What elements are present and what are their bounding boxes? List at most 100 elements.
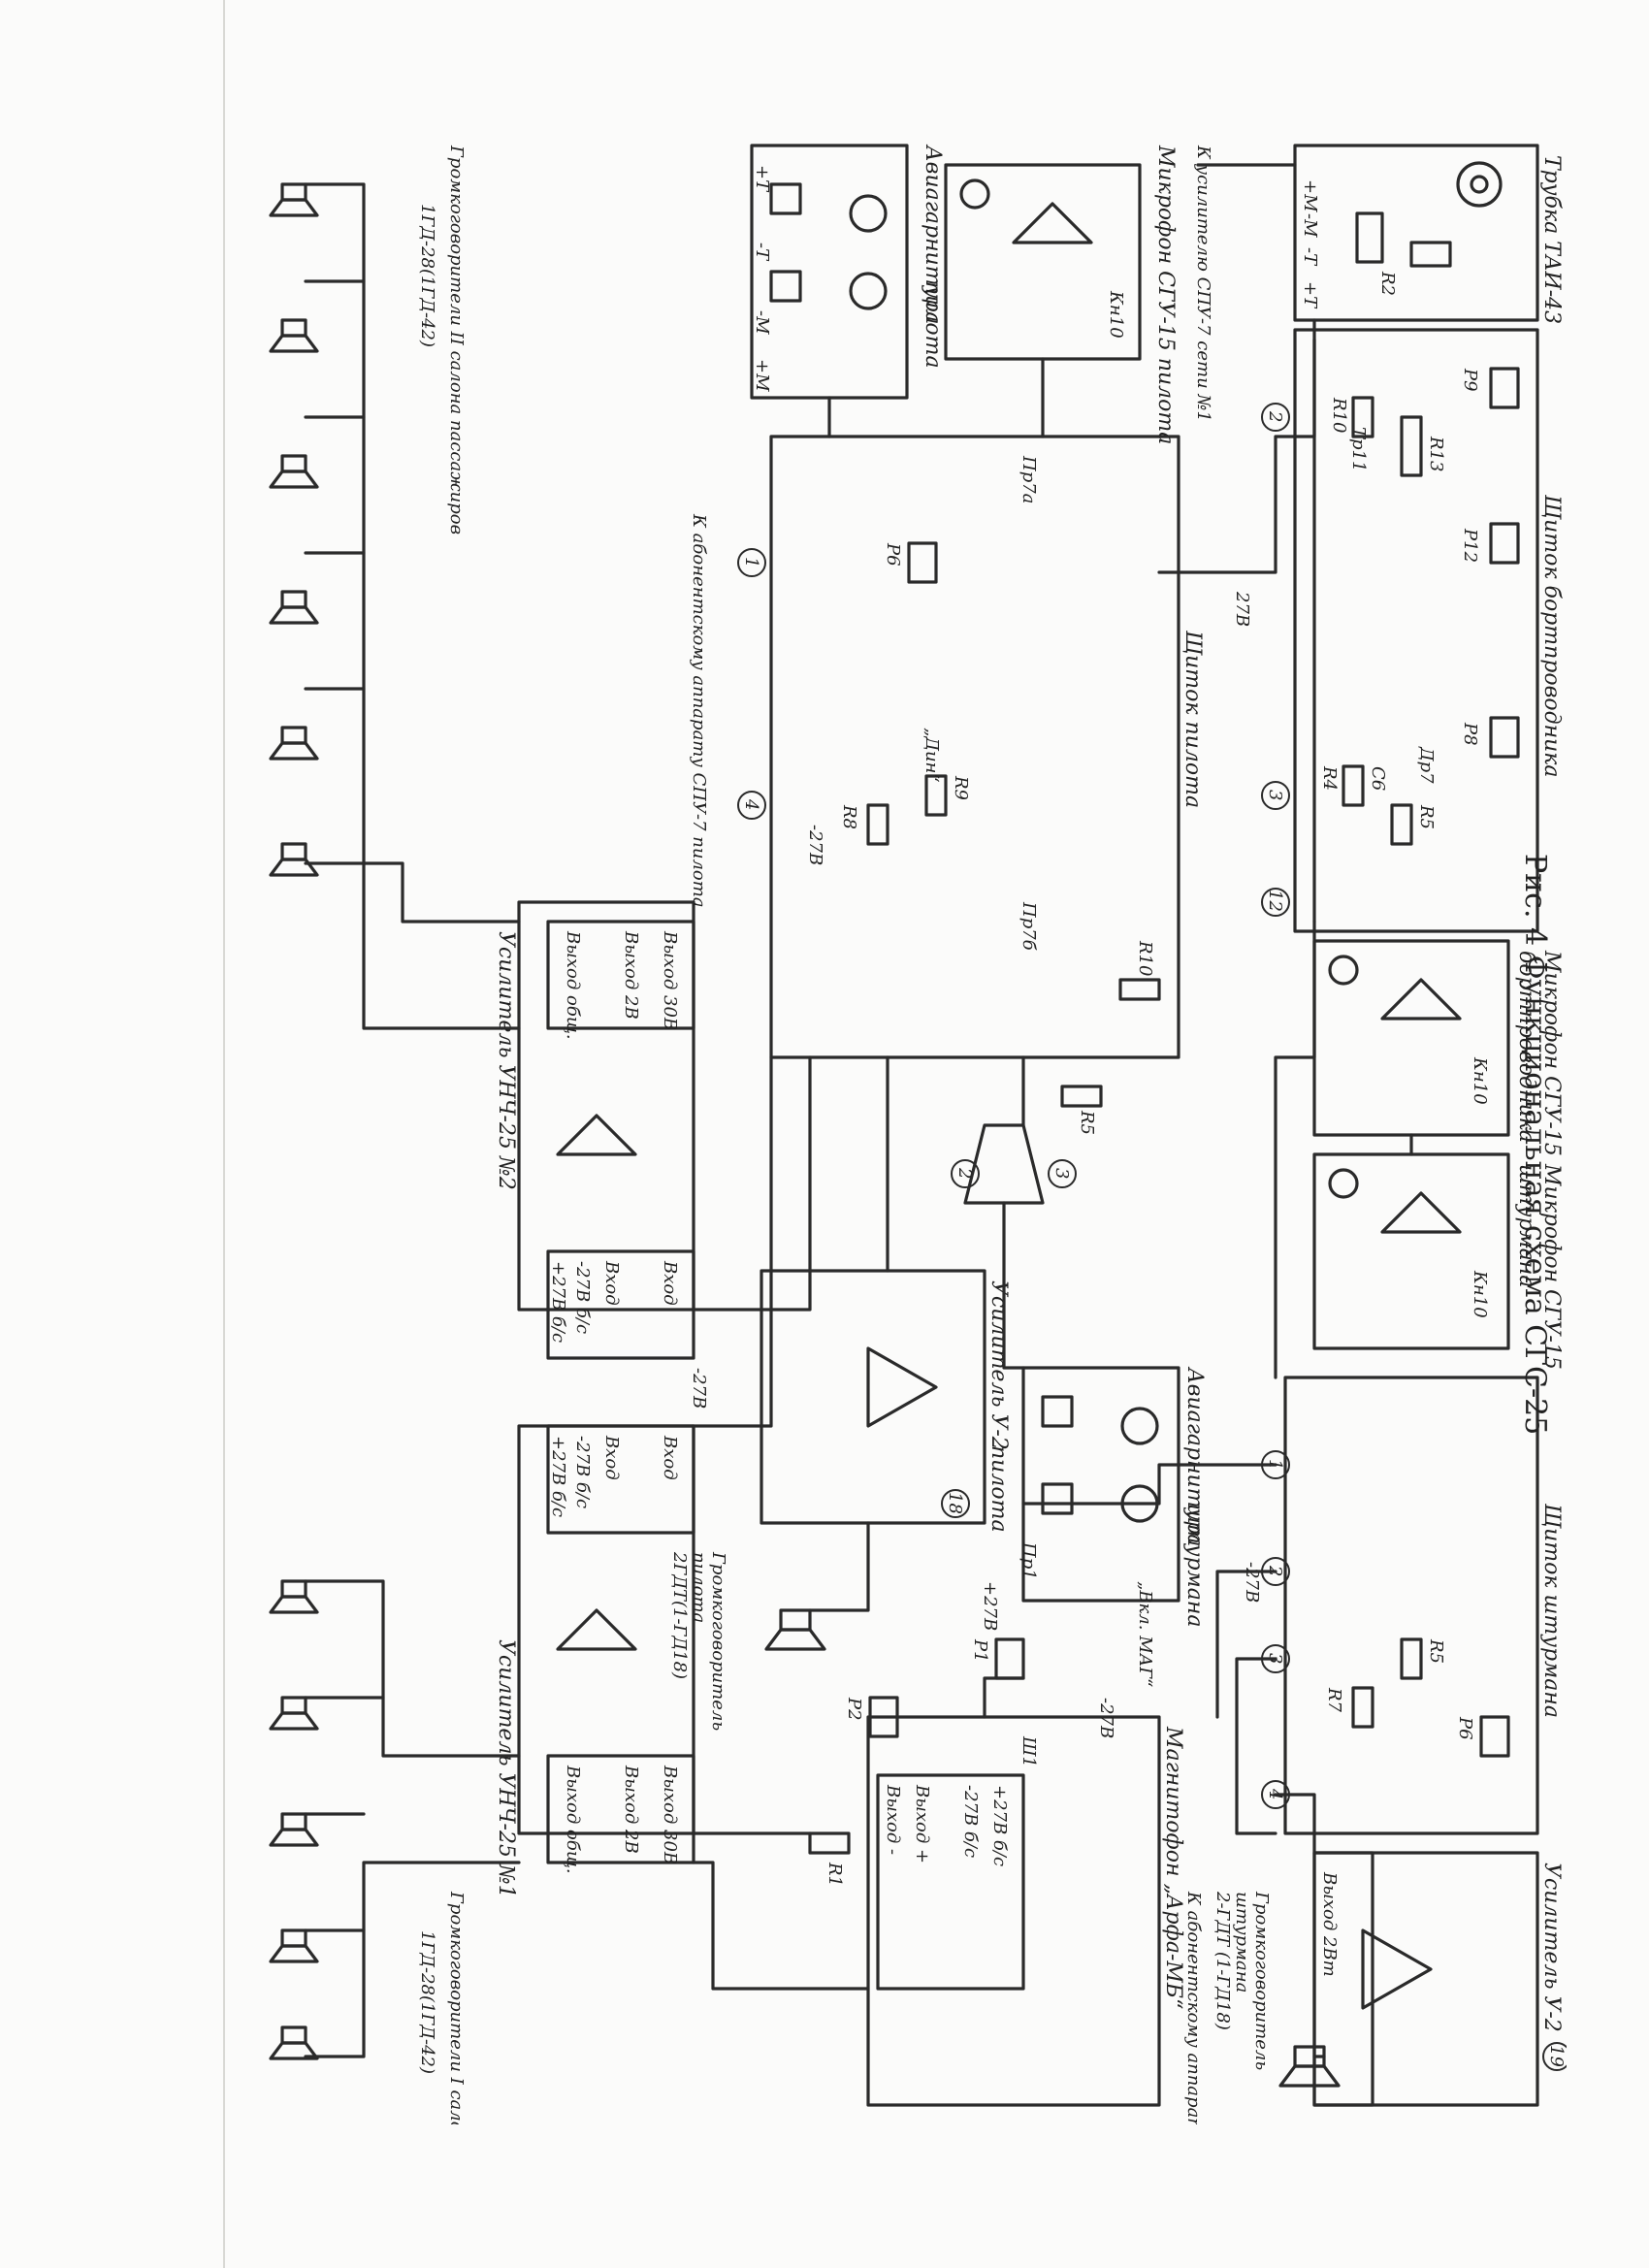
mic-engineer-button: Кн10 — [1470, 1056, 1490, 1105]
block-mic-pilot: Микрофон СГУ-15 пилота Кн10 — [944, 145, 1178, 444]
cap-c6: С6 — [1368, 766, 1388, 791]
relay-p2: Р2 — [844, 1697, 864, 1721]
v27-eng: 27В — [1232, 591, 1252, 627]
unch2-in-row-4: +27В б/с — [548, 1261, 568, 1343]
resistor-r9: R9 — [951, 775, 971, 800]
mic-engineer-title: Микрофон СГУ-15 — [1539, 950, 1564, 1156]
mag-sh1: Ш1 — [1018, 1735, 1039, 1767]
speakers-salon2-title: Громкоговорители II салона пассажиров — [446, 145, 467, 535]
speaker-pilot-model: 2ГДТ(1-ГД18) — [669, 1551, 690, 1679]
block-amp-unch1: Усилитель УНЧ-25 №1 Вход Вход -27В б/с +… — [494, 1424, 695, 1898]
block-speakers-salon1: Громкоговорители I салона пассажиров 1ГД… — [269, 1579, 467, 2124]
choke-dr7: Др7 — [1416, 746, 1437, 784]
figure-caption-wrap: Рис. 4 Функциональная схема СГС-25 — [1513, 854, 1571, 1533]
transformer-tp11: Тр11 — [1348, 427, 1369, 471]
relay-p6-pilot: Р6 — [883, 542, 903, 567]
pilot-dial: „Дин“ — [922, 728, 942, 783]
speaker-pilot-subtitle: пилота — [689, 1552, 709, 1623]
mag-row-3: Выход + — [912, 1784, 932, 1863]
resistor-r5-pilot: R5 — [1077, 1110, 1097, 1135]
block-headset-pilot: Авиагарнитура пилота +Т -Т -М +М — [750, 144, 945, 400]
u2-nav-row-1: Выход 2Вт — [1319, 1871, 1340, 1977]
speakers-salon2-model: 1ГД-28(1ГД-42) — [417, 204, 437, 347]
block-shchitok-engineer: Щиток бортпроводника Р9 R13 Р12 Р8 R4 R5… — [1261, 328, 1564, 933]
note-spu-pilot: К абонентскому аппарату СПУ-7 пилота — [689, 513, 709, 908]
figure-caption: Рис. 4 Функциональная схема СГС-25 — [1518, 854, 1552, 1436]
block-amp-unch2: Усилитель УНЧ-25 №2 Вход Вход -27В б/с +… — [494, 900, 695, 1360]
wiring — [304, 163, 1413, 2058]
mic-engineer-subtitle: бортпроводника — [1514, 951, 1538, 1143]
resistor-r10-eng: R10 — [1329, 397, 1349, 433]
unch1-out-row-2: Выход 2В — [621, 1765, 641, 1854]
u2-navigator-title: Усилитель У-2 — [1539, 1863, 1564, 2032]
pilot-badge-3: 3 — [1051, 1168, 1072, 1179]
u2-pilot-title: Усилитель У-2 — [986, 1280, 1011, 1450]
mic-pilot-title: Микрофон СГУ-15 пилота — [1153, 145, 1178, 444]
minus27-amp: -27В — [689, 1368, 709, 1409]
block-magnetophone: Магнитофон „Арфа-МБ“ Ш1 +27В б/с -27В б/… — [866, 1715, 1185, 2107]
unch2-in-row-2: Вход — [601, 1260, 622, 1306]
block-handset: Трубка ТАИ-43 +М -М -Т +Т R2 — [1293, 144, 1564, 324]
relay-p1: Р1 — [970, 1638, 990, 1663]
shchitok-engineer-title: Щиток бортпроводника — [1539, 494, 1564, 778]
headset-navigator-subtitle: штурмана — [1182, 1504, 1207, 1628]
unch1-in-row-2: Вход — [601, 1435, 622, 1480]
shchitok-navigator-title: Щиток штурмана — [1539, 1503, 1564, 1718]
u2-pilot-badge: 18 — [945, 1492, 965, 1514]
block-speaker-navigator: Громкоговоритель штурмана 2-ГДТ (1-ГД18) — [1212, 1891, 1341, 2088]
resistor-r5-eng: R5 — [1416, 804, 1437, 829]
block-u2-navigator: Усилитель У-2 Выход 2Вт 19 — [1312, 1851, 1567, 2107]
block-u2-pilot: Усилитель У-2 пилота 18 — [760, 1269, 1011, 1533]
handset-title: Трубка ТАИ-43 — [1539, 155, 1564, 324]
minus27-pilot: -27В — [805, 825, 825, 865]
resistor-r13: R13 — [1426, 436, 1446, 471]
mag-row-4: Выход - — [883, 1784, 903, 1855]
block-mag-switch: „Вкл. МАГ“ Пр1 Р1 Р2 R1 — [808, 1541, 1155, 1887]
headset-navigator-title: Авиагарнитура — [1182, 1366, 1207, 1547]
mic-pilot-button: Кн10 — [1106, 290, 1126, 339]
resistor-r8: R8 — [839, 804, 859, 829]
pilot-badge-1: 1 — [741, 557, 761, 567]
hp-pin-3: -М — [752, 310, 772, 335]
unch1-in-row-4: +27В б/с — [548, 1436, 568, 1517]
unch1-out-row-3: Выход общ. — [563, 1765, 583, 1874]
unch1-out-row-1: Выход 30В — [660, 1765, 680, 1864]
headset-pilot-subtitle: пилота — [921, 281, 945, 369]
schematic-svg: Трубка ТАИ-43 +М -М -Т +Т R2 Щиток бортп… — [269, 144, 1567, 2124]
switch-mag-label: „Вкл. МАГ“ — [1135, 1581, 1155, 1687]
block-shchitok-pilot: Щиток пилота Пр7а Пр7б Р6 R9 R8 „Дин“ R1… — [737, 435, 1205, 1188]
relay-p6-nav: Р6 — [1455, 1716, 1475, 1740]
eng-badge-12: 12 — [1265, 890, 1285, 912]
handset-pin-2: -М — [1300, 213, 1320, 238]
amp-unch2-title: Усилитель УНЧ-25 №2 — [494, 931, 518, 1190]
mic-navigator-button: Кн10 — [1470, 1270, 1490, 1318]
u2-pilot-subtitle: пилота — [986, 1445, 1011, 1533]
handset-pin-3: -Т — [1300, 247, 1320, 267]
note-spu-net1: К усилителю СПУ-7 сети №1 — [1193, 145, 1213, 422]
unch1-in-row-1: Вход — [660, 1435, 680, 1480]
mic-navigator-title: Микрофон СГУ-15 — [1539, 1163, 1564, 1370]
amp-unch1-title: Усилитель УНЧ-25 №1 — [494, 1639, 518, 1898]
mag-row-2: -27В б/с — [960, 1785, 981, 1858]
speakers-salon1-title: Громкоговорители I салона пассажиров — [446, 1891, 467, 2124]
relay-p9: Р9 — [1460, 368, 1480, 392]
plus27-mag: +27В — [980, 1581, 1000, 1631]
minus27-mag: -27В — [1096, 1698, 1116, 1738]
block-mic-engineer: Микрофон СГУ-15 бортпроводника Кн10 — [1312, 939, 1564, 1156]
speakers-salon1-model: 1ГД-28(1ГД-42) — [417, 1930, 437, 2074]
block-headset-navigator: Авиагарнитура штурмана — [1021, 1366, 1207, 1628]
speaker-pilot-title: Громкоговоритель — [708, 1551, 728, 1731]
relay-p8: Р8 — [1460, 722, 1480, 746]
mic-navigator-subtitle: штурмана — [1514, 1164, 1538, 1288]
eng-badge-2: 2 — [1265, 410, 1285, 422]
mag-row-1: +27В б/с — [989, 1785, 1010, 1866]
u2-nav-badge: 19 — [1546, 2045, 1567, 2067]
block-speaker-pilot: Громкоговоритель пилота 2ГДТ(1-ГД18) — [669, 1551, 826, 1731]
unch2-in-row-1: Вход — [660, 1260, 680, 1306]
hp-pin-1: +Т — [752, 165, 772, 193]
unch2-out-row-2: Выход 2В — [621, 930, 641, 1020]
note-spu-navigator: К абонентскому аппарату СПУ-7 штурмана — [1183, 1891, 1204, 2124]
speaker-navigator-title: Громкоговоритель — [1251, 1891, 1272, 2070]
relay-p12: Р12 — [1460, 528, 1480, 563]
